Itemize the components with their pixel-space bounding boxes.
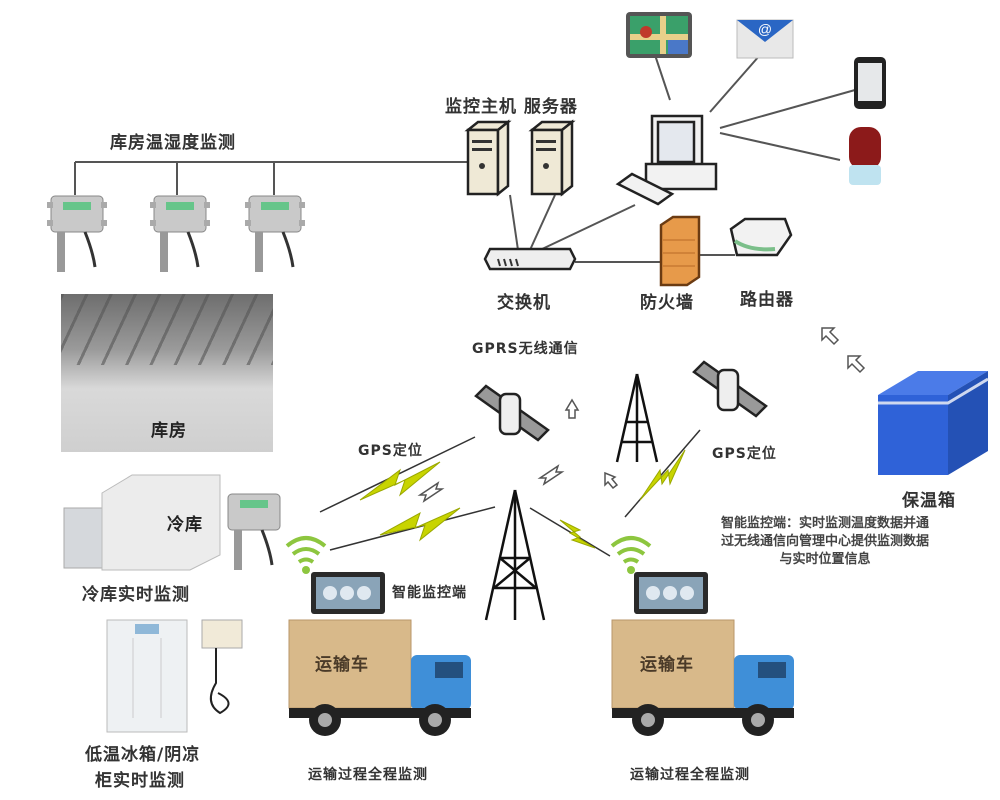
server-icon (464, 119, 576, 197)
warehouse-label: 库房 (151, 421, 187, 441)
switch-icon (483, 247, 577, 271)
terminal-note-line: 智能监控端：实时监测温度数据并通 (720, 516, 929, 531)
smart-terminal-label: 智能监控端 (392, 585, 467, 601)
terminal-note-line: 过无线通信向管理中心提供监测数据 (720, 534, 929, 549)
signal-bolt (359, 461, 441, 501)
wall-sensor-icon (201, 619, 243, 715)
computer-icon (615, 114, 718, 206)
truck-icon (288, 572, 471, 736)
router-label: 路由器 (740, 290, 794, 310)
signal-bolt (639, 449, 686, 501)
insulated-box-icon (878, 371, 989, 475)
arrow-icon (821, 327, 840, 346)
sensor-icon (47, 195, 107, 272)
signal-bolt (559, 519, 596, 549)
satellite-icon (692, 360, 768, 418)
transport-monitoring-label-right: 运输过程全程监测 (630, 767, 750, 783)
insulated-box-label: 保温箱 (902, 491, 956, 511)
fridge-icon (106, 619, 188, 733)
wifi-icon (610, 536, 652, 574)
cold-storage-monitoring-label: 冷库实时监测 (82, 585, 190, 605)
signal-bolt (379, 507, 461, 542)
cold-storage-label: 冷库 (167, 515, 203, 535)
terminal-note-line: 与实时位置信息 (779, 552, 871, 567)
gprs-label: GPRS无线通信 (472, 341, 579, 357)
cold-storage-icon (63, 474, 221, 571)
phone-icon (854, 57, 886, 109)
sensor-icon (227, 493, 281, 570)
arrow-icon (537, 464, 565, 486)
switch-label: 交换机 (497, 293, 551, 313)
arrow-icon (564, 398, 580, 419)
sensor-icon (245, 195, 305, 272)
truck-label-right: 运输车 (640, 655, 694, 675)
alarm-light-icon (849, 127, 881, 185)
satellite-icon (474, 384, 550, 442)
cell-tower-icon (615, 373, 659, 463)
svg-text:@: @ (758, 21, 772, 37)
arrow-icon (604, 471, 619, 490)
warehouse-monitoring-label: 库房温湿度监测 (110, 133, 236, 153)
gps-label-left: GPS定位 (358, 443, 423, 459)
fridge-monitoring-label-1: 低温冰箱/阴凉 (85, 745, 201, 765)
warehouse-photo: 库房 (61, 294, 273, 452)
arrow-icon (417, 481, 445, 503)
arrow-icon (847, 355, 866, 374)
truck-icon (611, 572, 794, 736)
wifi-icon (285, 536, 327, 574)
terminal-note: 智能监控端：实时监测温度数据并通 过无线通信向管理中心提供监测数据 与实时位置信… (665, 515, 985, 569)
firewall-icon (659, 215, 701, 287)
gps-label-right: GPS定位 (712, 446, 777, 462)
fridge-monitoring-label-2: 柜实时监测 (95, 771, 185, 791)
cell-tower-icon (484, 489, 546, 621)
email-icon: @ (736, 19, 794, 59)
transport-monitoring-label-left: 运输过程全程监测 (308, 767, 428, 783)
host-server-label: 监控主机 服务器 (445, 97, 578, 117)
firewall-label: 防火墙 (640, 293, 694, 313)
sensor-icon (150, 195, 210, 272)
truck-label-left: 运输车 (315, 655, 369, 675)
router-icon (729, 217, 793, 257)
map-icon (626, 12, 692, 58)
